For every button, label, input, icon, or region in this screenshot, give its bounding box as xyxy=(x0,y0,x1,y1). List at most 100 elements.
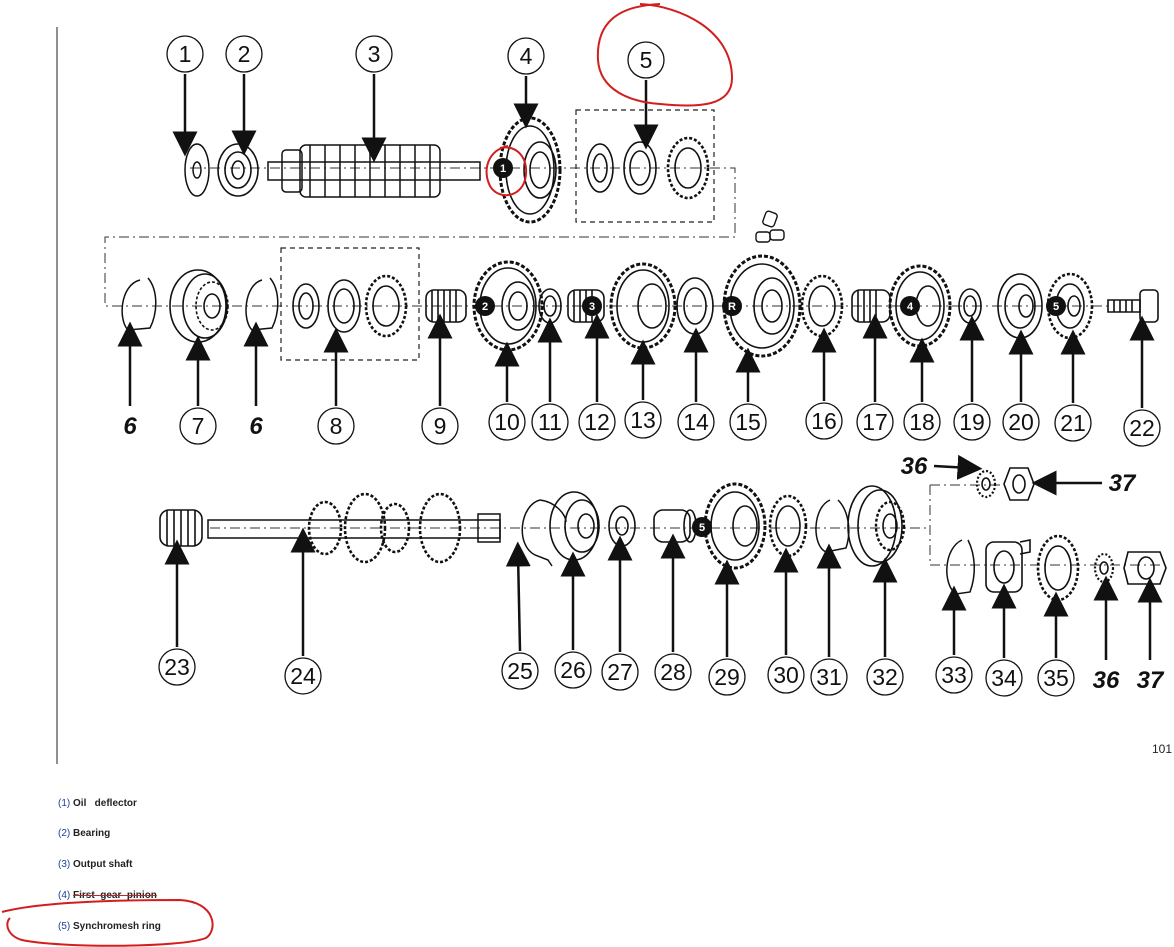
legend-item: (4) First gear pinion xyxy=(58,890,157,901)
callout-number: 7 xyxy=(192,413,205,439)
callout-circle xyxy=(677,403,715,441)
legend-text: First gear pinion xyxy=(73,890,157,901)
gear-mark-label: 1 xyxy=(500,163,506,175)
part-bolt-22 xyxy=(1107,289,1159,323)
part-fork-34 xyxy=(985,539,1031,593)
callout-number: 6 xyxy=(123,413,137,440)
callout-6b: 6 xyxy=(249,413,263,440)
gear-mark-disc xyxy=(722,296,742,316)
gear-mark-2: 2 xyxy=(475,296,495,316)
callout-circle xyxy=(729,403,767,441)
callout-circle xyxy=(624,401,662,439)
red-annotations xyxy=(1,3,734,947)
legend-item: (5) Synchromesh ring xyxy=(58,921,161,932)
legend-number: (4) xyxy=(58,890,71,901)
callout-number: 16 xyxy=(811,408,837,434)
callout-arrows xyxy=(117,74,1163,660)
callout-number: 23 xyxy=(164,654,190,680)
axis-lines xyxy=(104,167,1160,566)
callout-circle xyxy=(654,653,692,691)
part-synchro-ring-16 xyxy=(800,274,844,338)
callout-7: 7 xyxy=(179,407,217,445)
callout-24: 24 xyxy=(284,657,322,695)
callout-28: 28 xyxy=(654,653,692,691)
callout-4: 4 xyxy=(507,37,545,75)
callout-number: 27 xyxy=(607,659,633,685)
callout-36b: 36 xyxy=(1093,667,1120,694)
callout-circle xyxy=(767,656,805,694)
callout-number: 26 xyxy=(560,657,586,683)
callout-number: 14 xyxy=(683,409,709,435)
part-needle-bearing-17 xyxy=(851,289,891,323)
part-small-bits xyxy=(755,210,785,243)
callout-number: 36 xyxy=(1093,667,1120,694)
callout-number: 18 xyxy=(909,409,935,435)
callout-number: 21 xyxy=(1060,410,1086,436)
synchro-group-box-top xyxy=(575,109,715,223)
callout-circle xyxy=(708,658,746,696)
callout-37b: 37 xyxy=(1137,667,1165,694)
callout-number: 30 xyxy=(773,662,799,688)
part-circlip-6a xyxy=(121,277,157,331)
legend-number: (1) xyxy=(58,798,71,809)
callout-circle xyxy=(1123,409,1161,447)
part-sleeve-28 xyxy=(653,509,697,543)
part-circlip-25 xyxy=(521,499,567,567)
callout-36a: 36 xyxy=(901,453,928,480)
callout-circle xyxy=(179,407,217,445)
callout-circle xyxy=(627,41,665,79)
synchro-group-box-8 xyxy=(280,247,420,361)
callout-circle xyxy=(953,403,991,441)
callout-37a: 37 xyxy=(1109,470,1137,497)
callout-arrow-25 xyxy=(505,541,531,652)
callout-number: 29 xyxy=(714,664,740,690)
callout-26: 26 xyxy=(554,651,592,689)
callout-number: 1 xyxy=(179,41,192,67)
callout-9: 9 xyxy=(421,407,459,445)
callout-27: 27 xyxy=(601,653,639,691)
legend-text: Output shaft xyxy=(73,859,133,870)
callout-number: 6 xyxy=(249,413,263,440)
part-synchro-ring-30 xyxy=(768,494,808,558)
callout-25: 25 xyxy=(501,652,539,690)
callout-circle xyxy=(1037,659,1075,697)
callout-34: 34 xyxy=(985,659,1023,697)
callout-number: 35 xyxy=(1043,665,1069,691)
callout-number: 25 xyxy=(507,658,533,684)
callout-6a: 6 xyxy=(123,413,137,440)
part-washer-36-top xyxy=(975,469,997,499)
callout-number: 8 xyxy=(330,413,343,439)
callout-30: 30 xyxy=(767,656,805,694)
part-circlip-6b xyxy=(245,277,279,331)
gear-mark-5: 4 xyxy=(900,296,920,316)
gear-mark-1: 1 xyxy=(493,158,513,178)
callout-number: 17 xyxy=(862,409,888,435)
gear-mark-label: 3 xyxy=(589,301,595,313)
part-gear-35 xyxy=(1036,534,1080,602)
legend-text: Synchromesh ring xyxy=(73,921,161,932)
legend-text: Oil deflector xyxy=(73,798,137,809)
callout-circle xyxy=(1054,404,1092,442)
callout-circle xyxy=(554,651,592,689)
page-number: 101 xyxy=(1152,742,1173,756)
callout-21: 21 xyxy=(1054,404,1092,442)
callout-circle xyxy=(856,403,894,441)
callout-arrow-36a xyxy=(933,454,983,480)
gear-mark-label: 5 xyxy=(1053,301,1059,313)
callout-number: 37 xyxy=(1137,667,1165,694)
callout-number: 11 xyxy=(538,409,562,435)
gear-mark-label: 2 xyxy=(482,301,488,313)
gear-mark-disc xyxy=(692,517,712,537)
callout-circle xyxy=(866,658,904,696)
gear-mark-7: 5 xyxy=(692,517,712,537)
part-washer-36-bottom xyxy=(1093,552,1115,584)
callout-circle xyxy=(225,35,263,73)
callout-circle xyxy=(317,407,355,445)
callout-circle xyxy=(421,407,459,445)
callout-number: 34 xyxy=(991,665,1017,691)
callout-15: 15 xyxy=(729,403,767,441)
callout-33: 33 xyxy=(935,656,973,694)
